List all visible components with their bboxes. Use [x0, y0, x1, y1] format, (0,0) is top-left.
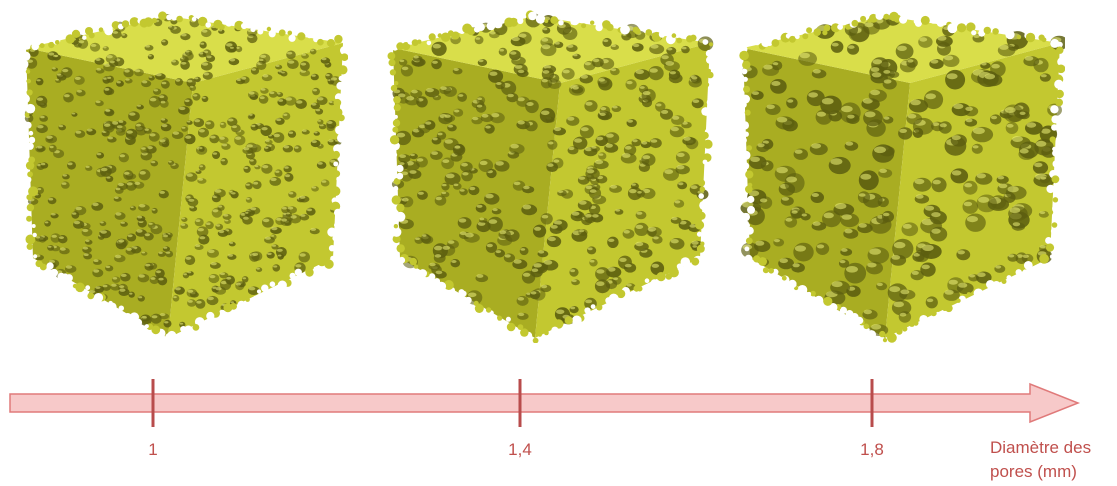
foam-edge-bumps	[387, 10, 714, 343]
axis-caption-line1: Diamètre des	[990, 438, 1092, 457]
tick-label-1: 1	[148, 440, 158, 459]
foam-pores	[24, 14, 342, 328]
foam-cube-1-4mm	[385, 8, 715, 343]
axis-caption-line2: pores (mm)	[990, 462, 1077, 481]
tick-label-1-4: 1,4	[508, 440, 532, 459]
foam-pores	[740, 14, 1065, 336]
pore-diameter-axis	[9, 379, 1081, 427]
axis-arrow	[9, 382, 1081, 424]
tick-label-1-8: 1,8	[860, 440, 884, 459]
foam-cube-1mm	[18, 8, 348, 343]
foam-edge-bumps	[739, 11, 1065, 343]
foam-cube-1-8mm	[735, 8, 1065, 343]
axis-caption: Diamètre des pores (mm)	[990, 436, 1115, 484]
foam-edge-bumps	[18, 11, 348, 342]
